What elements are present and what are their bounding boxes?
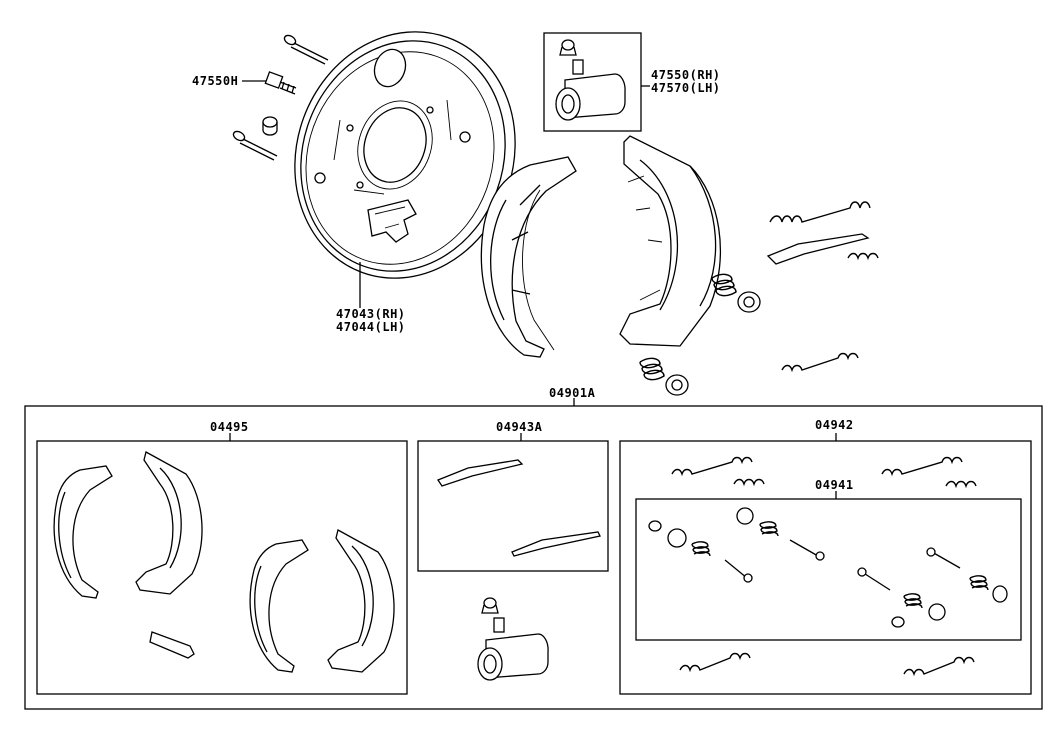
part-label-04495: 04495 [210,420,249,434]
kit-box-04943A [417,440,609,572]
kit-04941-hardware [648,507,1008,628]
return-spring-bottom [781,352,859,373]
part-label-04943A: 04943A [496,420,543,434]
part-label-47043-rh: 47043(RH) [336,307,406,321]
part-label-04941: 04941 [815,478,854,492]
backing-plate-bolt-lower [232,130,278,161]
kit-04495-shoes [53,451,395,673]
plug-small [262,116,278,136]
hold-down-spring-b [639,357,689,396]
part-label-04901A: 04901A [549,386,596,400]
part-label-47550H: 47550H [192,74,239,88]
kit-04943A-adjusters [437,459,601,557]
brake-shoe-right [619,135,721,347]
part-label-47044-lh: 47044(LH) [336,320,406,334]
wheel-cylinder-box [543,32,642,132]
kit-04942-springs [671,456,977,677]
part-label-47550-rh: 47550(RH) [651,68,721,82]
backing-plate-bolt-upper [283,34,329,65]
kit-frame-04901A [24,405,1043,710]
part-label-04942: 04942 [815,418,854,432]
wheel-cylinder-top [555,39,650,121]
kit-wheel-cylinder [477,597,549,681]
bleeder-plug-47550H [242,71,297,95]
kit-box-04495 [36,440,408,695]
part-label-47570-lh: 47570(LH) [651,81,721,95]
brake-shoe-left [480,156,577,358]
return-spring-top [769,201,871,223]
kit-box-04942 [619,440,1032,695]
adjuster-lever [766,233,879,265]
kit-box-04941 [635,498,1022,641]
hold-down-spring-a [711,273,761,313]
